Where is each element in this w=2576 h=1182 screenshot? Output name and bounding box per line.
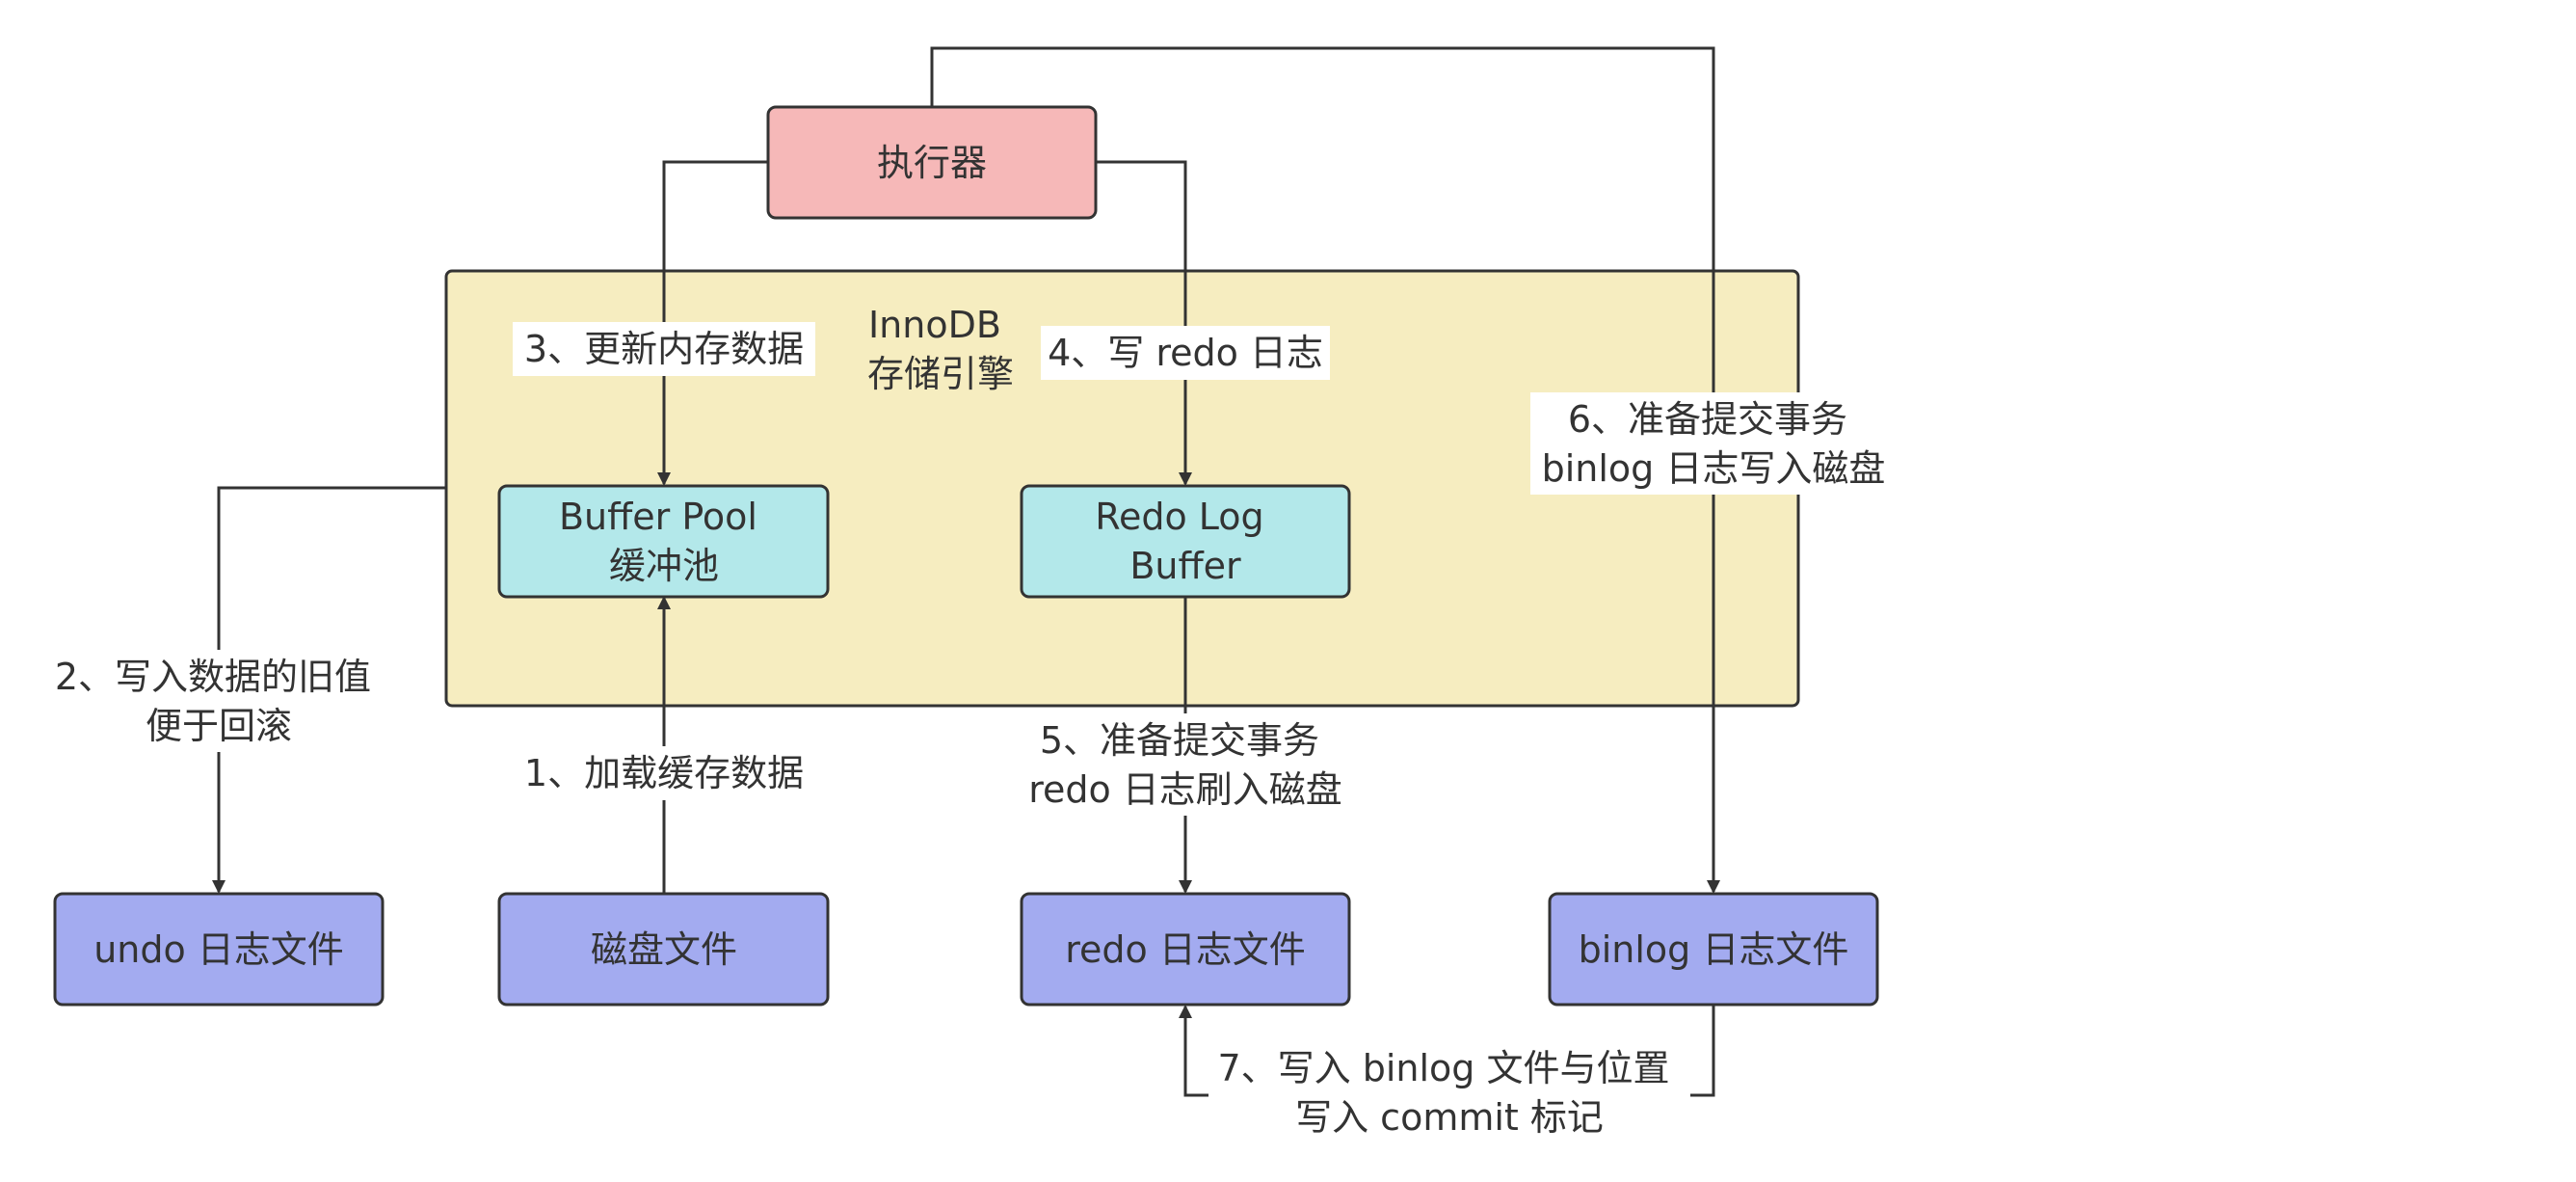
label-step6: 6、准备提交事务 binlog 日志写入磁盘: [1530, 392, 1897, 495]
edge-step3: [657, 160, 768, 486]
svg-text:6、准备提交事务 binlog 日志写入磁盘: 6、准备提交事务 binlog 日志写入磁盘: [1542, 398, 1886, 490]
svg-text:4、写 redo 日志: 4、写 redo 日志: [1048, 332, 1323, 374]
edge-labels: 1、加载缓存数据 2、写入数据的旧值 便于回滚 3、更新内存数据 4、写 red…: [48, 322, 1897, 1143]
redo-file-node: redo 日志文件: [1020, 892, 1351, 1007]
undo-file-node: undo 日志文件: [53, 892, 385, 1007]
binlog-file-node: binlog 日志文件: [1548, 892, 1879, 1007]
label-step2: 2、写入数据的旧值 便于回滚: [48, 650, 389, 752]
svg-text:Buffer Pool 缓冲池: Buffer Pool 缓冲池: [559, 496, 769, 587]
svg-text:Redo Log Buffer: Redo Log Buffer: [1095, 496, 1276, 587]
disk-file-node: 磁盘文件: [497, 892, 830, 1007]
svg-text:binlog 日志文件: binlog 日志文件: [1579, 928, 1849, 971]
label-step7: 7、写入 binlog 文件与位置 写入 commit 标记: [1208, 1041, 1690, 1143]
svg-text:7、写入 binlog 文件与位置 写入 c: 7、写入 binlog 文件与位置 写入 commit 标记: [1217, 1047, 1681, 1139]
svg-text:5、准备提交事务 redo 日志刷入磁盘: 5、准备提交事务 redo 日志刷入磁盘: [1028, 719, 1342, 811]
edge-step2: [212, 486, 446, 894]
label-step3: 3、更新内存数据: [513, 322, 815, 376]
svg-text:1、加载缓存数据: 1、加载缓存数据: [524, 752, 804, 794]
svg-text:redo 日志文件: redo 日志文件: [1065, 928, 1306, 971]
svg-text:磁盘文件: 磁盘文件: [591, 928, 737, 971]
buffer-pool-node: Buffer Pool 缓冲池: [497, 484, 830, 599]
svg-text:2、写入数据的旧值 便于回滚: 2、写入数据的旧值 便于回滚: [55, 656, 383, 747]
nodes: 执行器 Buffer Pool 缓冲池 Redo Log Buffer undo…: [53, 105, 1879, 1007]
svg-text:3、更新内存数据: 3、更新内存数据: [524, 328, 804, 370]
executor-node: 执行器: [766, 105, 1098, 220]
label-step5: 5、准备提交事务 redo 日志刷入磁盘: [1012, 713, 1359, 816]
innodb-label: InnoDB 存储引擎: [867, 304, 1014, 395]
svg-text:执行器: 执行器: [877, 142, 987, 184]
label-step1: 1、加载缓存数据: [508, 746, 820, 800]
redo-log-buffer-node: Redo Log Buffer: [1020, 484, 1351, 599]
svg-text:undo 日志文件: undo 日志文件: [93, 928, 344, 971]
label-step4: 4、写 redo 日志: [1041, 326, 1330, 380]
